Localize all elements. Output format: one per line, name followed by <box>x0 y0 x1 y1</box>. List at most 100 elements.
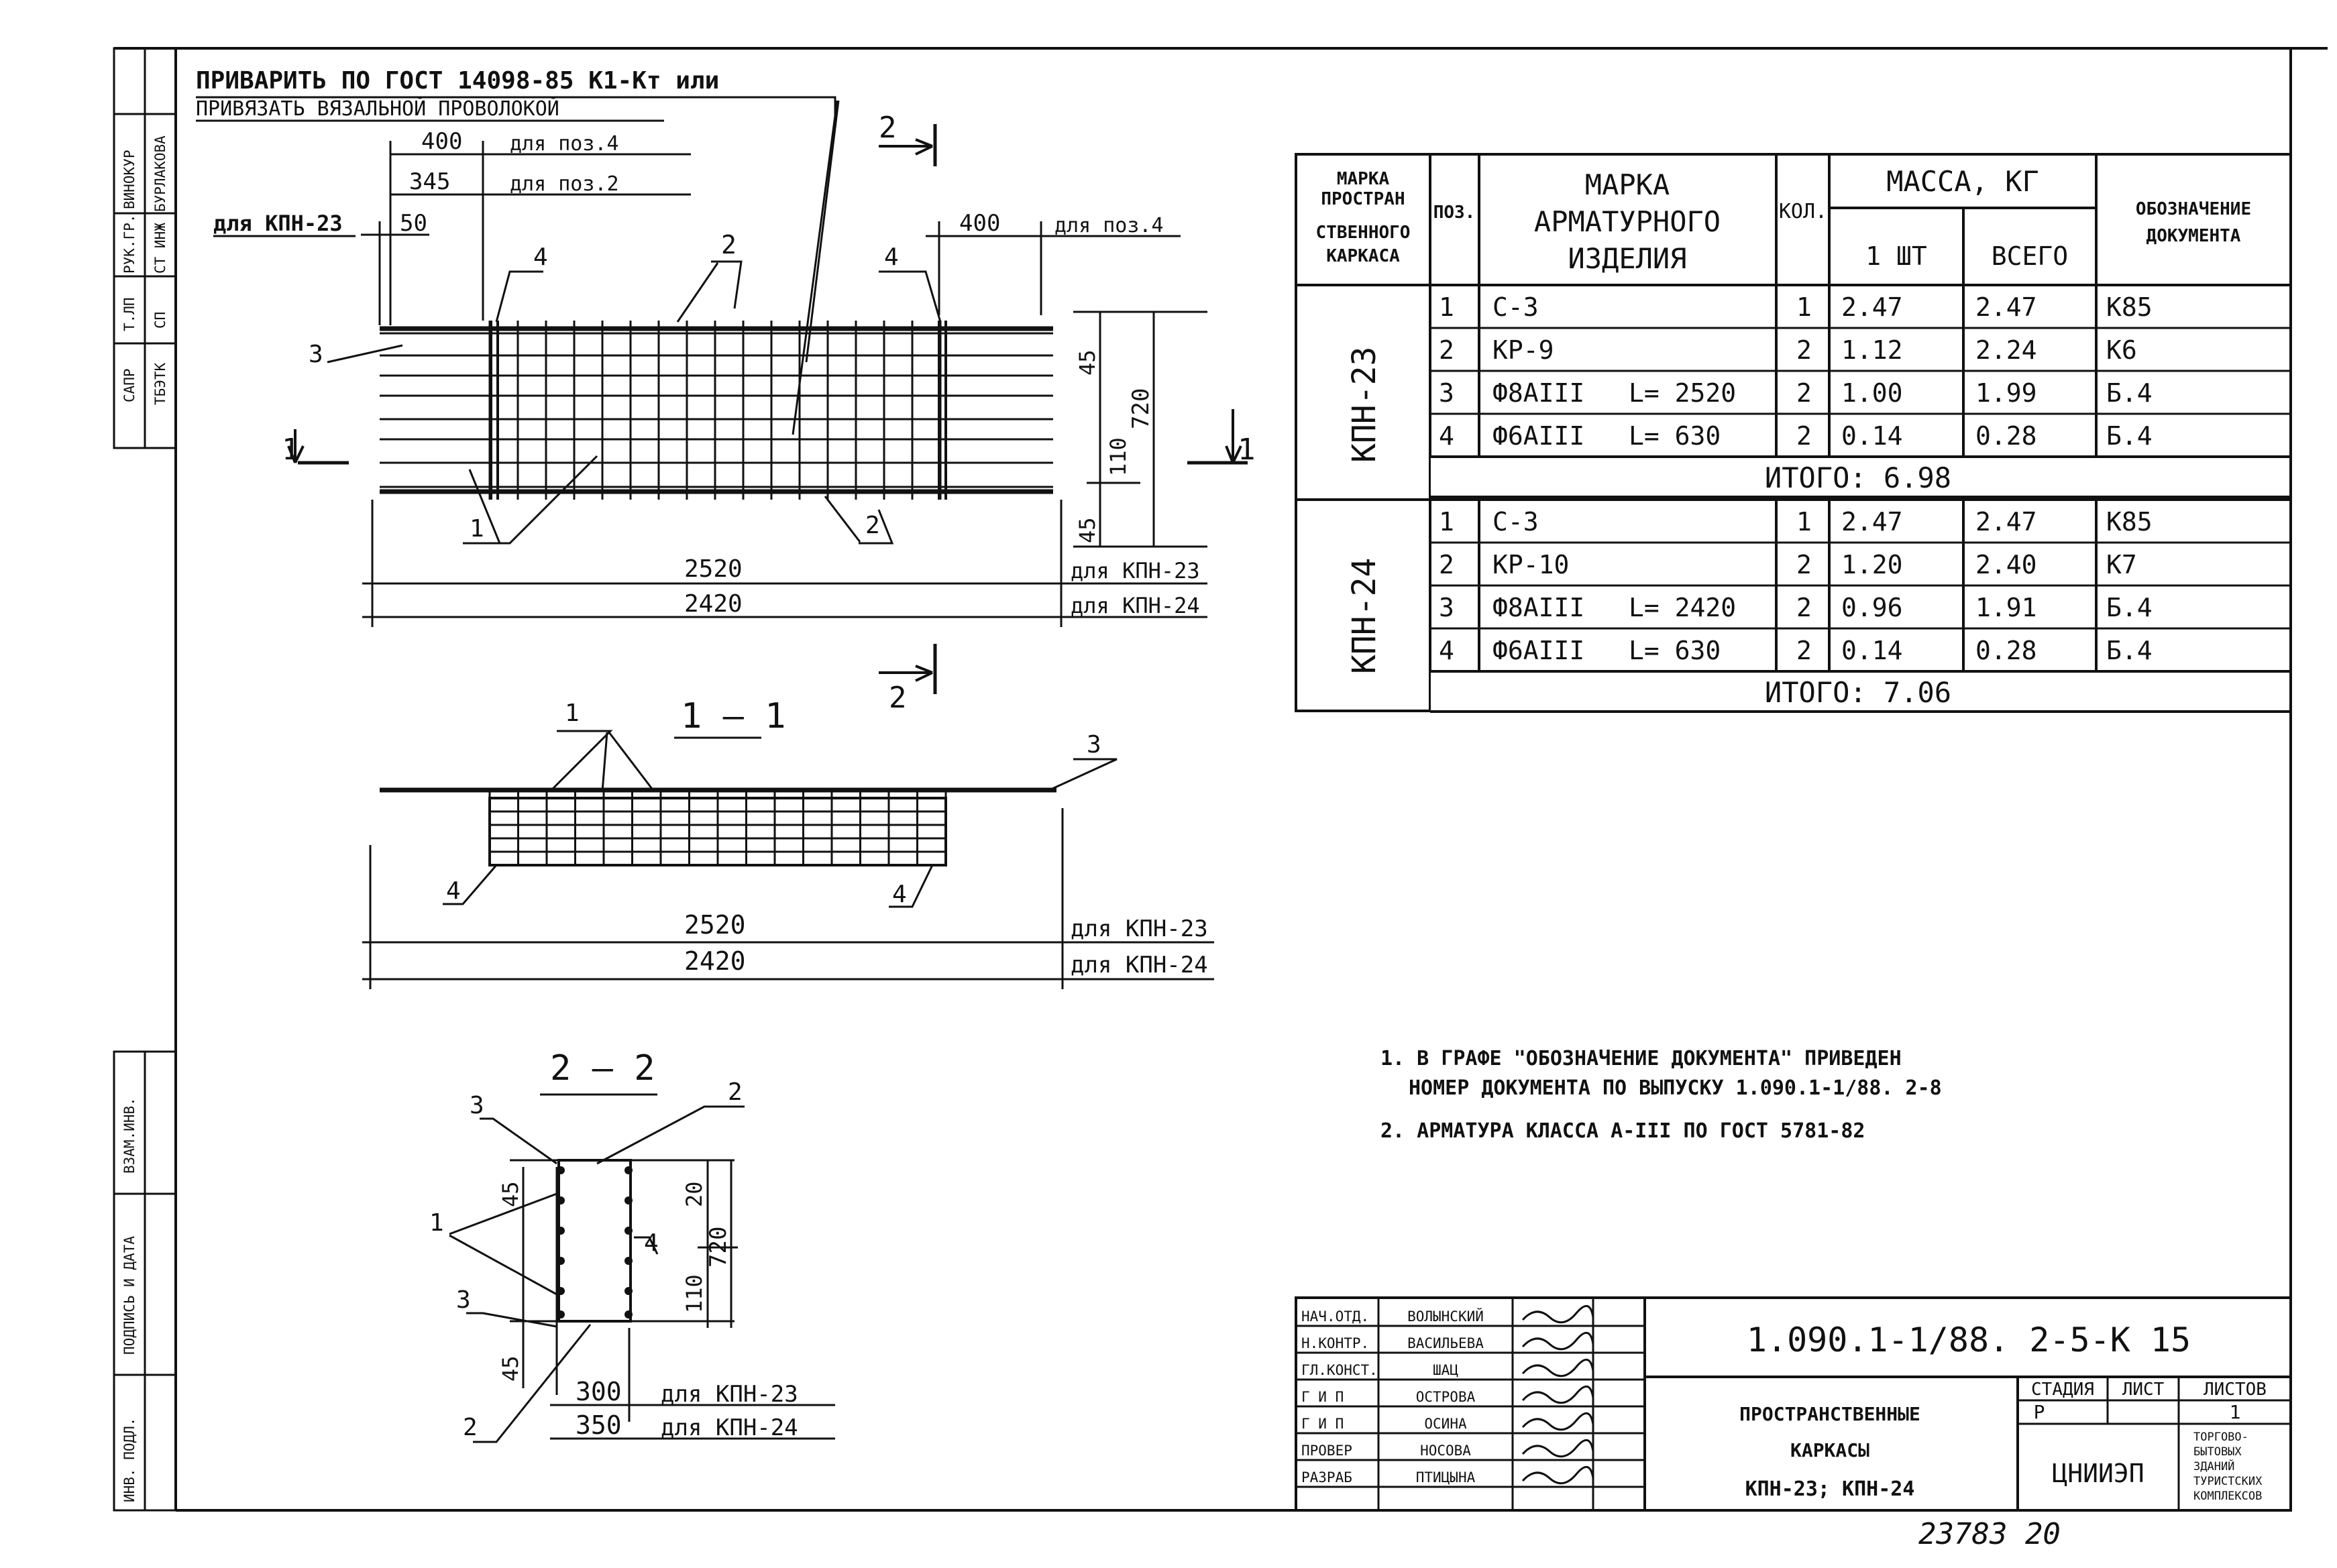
signature <box>1521 1332 1594 1351</box>
head-doc-2: ДОКУМЕНТА <box>2146 226 2241 246</box>
row-item: Ф8АIII <box>1492 378 1584 408</box>
strip-bottom-1: ИНВ. ПОДЛ. <box>121 1418 138 1502</box>
plan-mesh-transverses: ***************** <box>485 321 944 500</box>
sec22-w-350: 350 <box>576 1410 622 1440</box>
spec-table-header: МАРКА ПРОСТРАН СТВЕННОГО КАРКАСА ПОЗ. МА… <box>1316 165 2252 275</box>
dim-400-left-note: для поз.4 <box>510 132 619 156</box>
dim-50-note: для КПН-23 <box>213 211 343 236</box>
signature <box>1521 1466 1594 1485</box>
row-doc: К85 <box>2106 507 2153 537</box>
head-mass-one: 1 ШТ <box>1865 241 1927 271</box>
weld-mark: * <box>682 323 690 339</box>
section-1-1: 1 – 1 2520 для КПН-23 2420 для КПН-24 1 … <box>362 696 1214 989</box>
row-length: L= 2420 <box>1629 593 1736 622</box>
weld-note-line-1: ПРИВАРИТЬ ПО ГОСТ 14098-85 К1-Кт или <box>196 67 719 95</box>
weld-mark: * <box>908 323 916 339</box>
head-mass-total: ВСЕГО <box>1992 241 2068 271</box>
weld-mark: * <box>767 323 775 339</box>
head-frame-mark-2: ПРОСТРАН <box>1321 189 1405 209</box>
row-mass-total: 0.28 <box>1975 421 2037 451</box>
row-qty: 1 <box>1796 292 1812 322</box>
weld-mark: * <box>569 323 578 339</box>
row-pos: 1 <box>1439 292 1454 322</box>
dim-45-bottom: 45 <box>1075 517 1100 543</box>
row-doc: К85 <box>2106 292 2153 322</box>
weld-note-line-2: ПРИВЯЗАТЬ ВЯЗАЛЬНОЙ ПРОВОЛОКОЙ <box>196 97 559 121</box>
row-doc: Б.4 <box>2106 636 2153 665</box>
dim-400-left: 400 <box>421 128 462 155</box>
staff-role: ПРОВЕР <box>1301 1443 1352 1459</box>
staff-name: ОСТРОВА <box>1416 1389 1476 1405</box>
sec22-pos-2-bottom: 2 <box>463 1414 478 1441</box>
head-frame-mark-1: МАРКА <box>1337 169 1390 189</box>
stage-value: Р <box>2034 1401 2045 1423</box>
dim-720: 720 <box>1128 388 1154 429</box>
org-sub-2: БЫТОВЫХ <box>2193 1445 2242 1459</box>
staff-name: ВОЛЫНСКИЙ <box>1407 1308 1484 1325</box>
row-mass-total: 0.28 <box>1975 636 2037 665</box>
staff-name: ШАЦ <box>1433 1362 1458 1378</box>
weld-mark: * <box>795 323 803 339</box>
weld-mark: * <box>823 323 831 339</box>
row-item: Ф6АIII <box>1492 636 1584 665</box>
sec22-dot-left-5 <box>557 1287 565 1295</box>
row-mass-one: 1.20 <box>1841 550 1903 579</box>
row-pos: 3 <box>1439 593 1454 622</box>
plan-pos-2-bottom: 2 <box>865 512 880 539</box>
row-mass-total: 1.91 <box>1975 593 2037 622</box>
staff-role: РАЗРАБ <box>1301 1469 1352 1486</box>
row-qty: 2 <box>1796 593 1812 622</box>
row-qty: 2 <box>1796 550 1812 579</box>
dim-400-right: 400 <box>959 210 1000 237</box>
sheet-title-2: КАРКАСЫ <box>1790 1439 1869 1461</box>
sec22-w-300-note: для КПН-23 <box>661 1381 798 1408</box>
weld-mark: * <box>710 323 718 339</box>
strip-name-2: СТ ИНЖ <box>152 223 168 274</box>
strip-bottom-3: ВЗАМ.ИНВ. <box>121 1097 138 1174</box>
notes: 1. В ГРАФЕ "ОБОЗНАЧЕНИЕ ДОКУМЕНТА" ПРИВЕ… <box>1380 1047 1942 1143</box>
sec22-dot-left-1 <box>557 1166 565 1174</box>
sec22-dot-left-6 <box>557 1310 565 1319</box>
sec22-pos-3-bottom: 3 <box>456 1286 471 1314</box>
dim-50: 50 <box>400 210 427 237</box>
row-qty: 2 <box>1796 636 1812 665</box>
title-block-staff: НАЧ.ОТД.ВОЛЫНСКИЙН.КОНТР.ВАСИЛЬЕВАГЛ.КОН… <box>1296 1305 1645 1488</box>
strip-role-1: ВИНОКУР <box>121 150 138 209</box>
section-1-1-title: 1 – 1 <box>681 696 786 736</box>
frame-label-kpn23: КПН-23 <box>1346 347 1383 463</box>
sheet-title-3: КПН-23; КПН-24 <box>1745 1477 1915 1501</box>
sheet-title-1: ПРОСТРАНСТВЕННЫЕ <box>1739 1403 1920 1425</box>
row-item: С-3 <box>1492 292 1539 322</box>
row-mass-one: 0.14 <box>1841 421 1903 451</box>
len-2420-note: для КПН-24 <box>1071 593 1200 618</box>
staff-name: ПТИЦЫНА <box>1416 1469 1476 1486</box>
row-item: Ф6АIII <box>1492 421 1584 451</box>
note-1-line-2: НОМЕР ДОКУМЕНТА ПО ВЫПУСКУ 1.090.1-1/88.… <box>1409 1076 1942 1100</box>
row-doc: Б.4 <box>2106 593 2153 622</box>
row-mass-one: 0.96 <box>1841 593 1903 622</box>
plan-pos-2-top: 2 <box>721 230 737 260</box>
sec11-pos-1: 1 <box>565 699 580 727</box>
sec11-len-2420: 2420 <box>684 946 746 976</box>
row-pos: 4 <box>1439 636 1454 665</box>
group-total: ИТОГО: 6.98 <box>1765 461 1951 494</box>
head-frame-mark-3: СТВЕННОГО <box>1316 223 1411 243</box>
strip-role-2: РУК.ГР. <box>121 214 138 274</box>
row-pos: 3 <box>1439 378 1454 408</box>
dim-110: 110 <box>1105 437 1131 476</box>
row-qty: 1 <box>1796 507 1812 537</box>
plan-view: ***************** 400 для поз.4 345 для … <box>213 111 1256 715</box>
row-qty: 2 <box>1796 378 1812 408</box>
stage-label: СТАДИЯ <box>2031 1380 2094 1400</box>
row-mass-total: 2.47 <box>1975 292 2037 322</box>
specification-table: МАРКА ПРОСТРАН СТВЕННОГО КАРКАСА ПОЗ. МА… <box>1295 153 2292 713</box>
dim-345-note: для поз.2 <box>510 172 619 196</box>
strip-bottom-2: ПОДПИСЬ И ДАТА <box>121 1236 138 1355</box>
staff-name: ВАСИЛЬЕВА <box>1407 1335 1484 1351</box>
sec11-mesh <box>488 791 947 865</box>
sec22-bar-dots <box>557 1166 633 1319</box>
row-doc: Б.4 <box>2106 421 2153 451</box>
plan-mesh-longitudinals <box>380 354 1053 464</box>
sec11-pos-4-right: 4 <box>892 881 907 908</box>
row-mass-total: 2.47 <box>1975 507 2037 537</box>
